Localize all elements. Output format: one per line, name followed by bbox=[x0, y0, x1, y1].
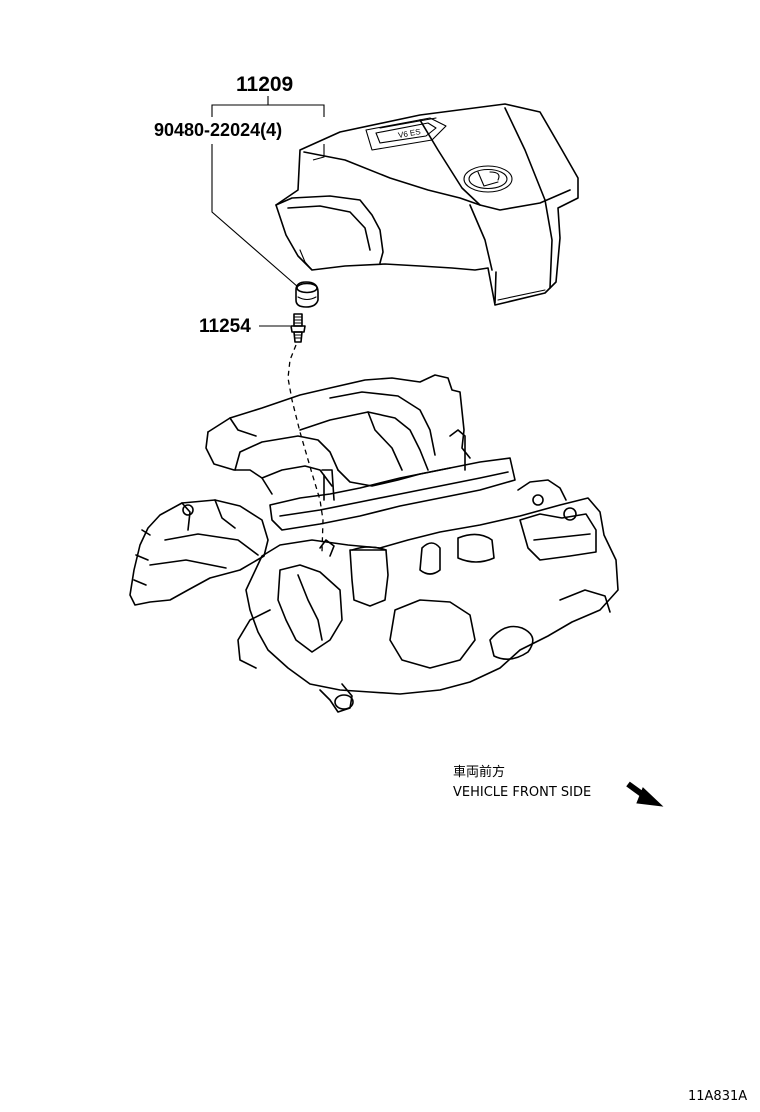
engine-cover-illustration: V6 ES bbox=[275, 103, 579, 306]
illustration-code: 11A831A bbox=[688, 1089, 747, 1104]
part-label-11209[interactable]: 11209 bbox=[236, 73, 293, 96]
cover-nameplate-text: V6 ES bbox=[397, 127, 421, 140]
stud-bolt-icon bbox=[290, 313, 306, 343]
part-label-90480-22024[interactable]: 90480-22024(4) bbox=[154, 120, 282, 140]
leader-lines bbox=[211, 96, 325, 327]
grommet-icon bbox=[295, 281, 319, 308]
part-label-11254[interactable]: 11254 bbox=[199, 316, 251, 337]
engine-block-illustration bbox=[129, 374, 619, 713]
vehicle-front-label-ja: 車両前方 bbox=[453, 764, 505, 780]
front-direction-arrow-icon bbox=[626, 781, 664, 807]
installation-path-line bbox=[287, 344, 324, 553]
vehicle-front-label-en: VEHICLE FRONT SIDE bbox=[453, 785, 591, 800]
